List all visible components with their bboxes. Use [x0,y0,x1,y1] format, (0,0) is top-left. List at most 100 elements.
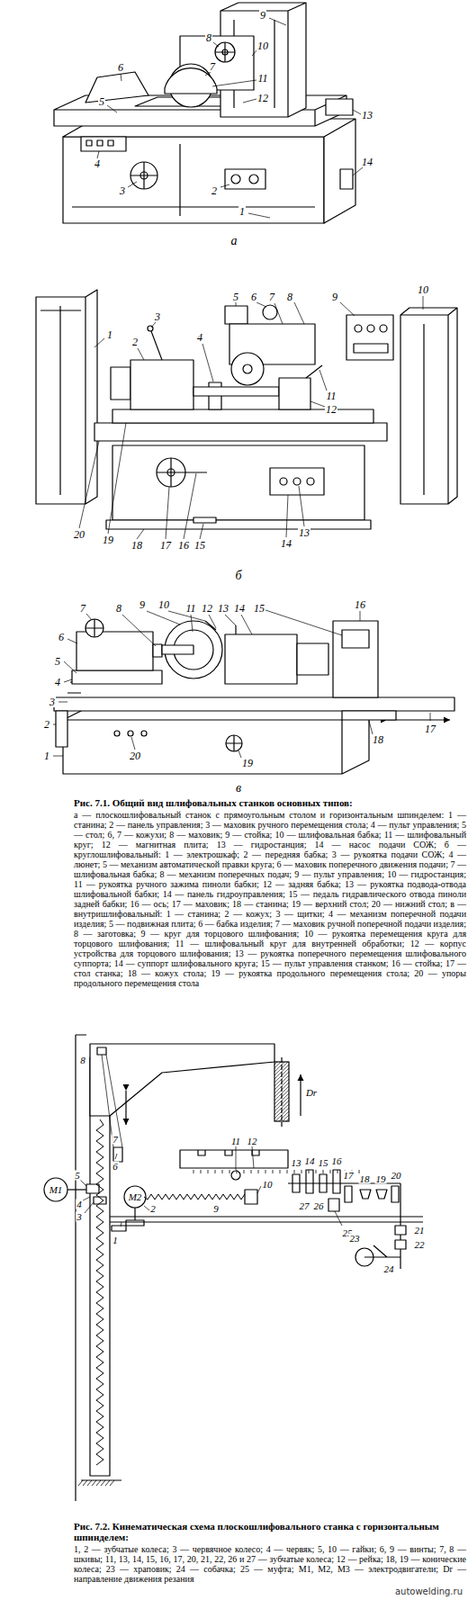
callout-number: 17 [159,540,172,551]
screw-thread [144,1194,245,1200]
callout-number: 7 [268,291,276,303]
callout-number: 22 [414,1240,426,1251]
callout-number: 8 [79,1055,87,1066]
callout-number: 7 [79,603,87,614]
figure-letter: а [229,234,240,248]
caption-body: а — плоскошлифовальный станок с прямоуго… [73,810,467,989]
caption-body: 1, 2 — зубчатые колеса; 3 — червячное ко… [73,1544,467,1584]
callout-number: 1 [111,1235,119,1246]
callout-number: 9 [138,599,146,611]
callout-number: 5 [98,96,106,108]
motor-label: M2 [127,1192,144,1203]
callout-number: 11 [230,1136,242,1147]
callout-number: 3 [75,1212,83,1223]
callout-number: 14 [360,156,374,168]
callout-number: 2 [210,185,218,197]
callout-number: 14 [304,1156,316,1167]
callout-number: 19 [375,1174,387,1185]
callout-number: 9 [212,1204,220,1215]
callout-number: 3 [48,696,56,708]
callout-number: 4 [54,676,62,688]
callout-number: 20 [72,529,86,540]
callout-number: 5 [232,291,240,303]
callout-number: 18 [130,540,144,551]
callout-number: 12 [324,404,338,415]
callout-number: 20 [390,1170,403,1181]
callout-number: 12 [200,603,214,614]
callout-number: 6 [117,62,125,73]
cylindrical-grinder [36,289,458,540]
callout-number: 7 [111,1134,119,1145]
surface-grinder [54,2,363,224]
callout-number: 1 [238,206,246,217]
figure-letter: б [233,569,243,583]
callout-number: 19 [101,534,115,546]
callout-number: 5 [73,1170,81,1181]
callout-number: 6 [250,291,258,303]
caption-title: Рис. 7.2. Кинематическая схема плоскошли… [73,1521,467,1543]
callout-number: 17 [342,1170,355,1181]
callout-number: 2 [131,336,139,348]
callout-number: 12 [256,92,270,104]
rack-teeth [78,1170,360,1486]
callout-number: 7 [208,61,216,72]
callout-number: 9 [259,9,267,21]
callout-number: 6 [57,631,65,643]
callout-number: 9 [331,291,339,303]
callout-number: 18 [359,1174,371,1185]
callout-number: 11 [184,603,197,614]
callout-number: 23 [349,1233,361,1244]
callout-number: 8 [205,32,213,44]
callout-number: 14 [233,603,246,614]
callout-number: 27 [298,1201,311,1212]
callout-number: 19 [241,757,254,769]
callout-number: 10 [261,1179,274,1190]
figure-caption: Рис. 7.2. Кинематическая схема плоскошли… [73,1521,467,1584]
callout-number: 20 [128,750,142,762]
callout-number: 16 [353,599,367,611]
callout-number: 10 [256,40,270,52]
callout-number: 21 [414,1225,426,1236]
callout-number: 18 [371,734,385,746]
callout-number: 11 [324,390,337,402]
internal-grinder [53,610,455,774]
callout-number: 2 [43,719,51,730]
callout-number: 13 [360,109,374,121]
figure-letter: в [234,782,243,795]
callout-number: 10 [416,284,430,296]
callout-number: 12 [246,1136,259,1147]
callout-number: 8 [115,603,123,614]
callout-number: 11 [256,72,269,84]
caption-title: Рис. 7.1. Общий вид шлифовальных станков… [73,797,467,809]
callout-number: 1 [106,329,114,341]
callout-number: 15 [252,603,266,614]
callout-number: 1 [43,750,51,762]
callout-number: 14 [279,538,293,549]
callout-number: 24 [383,1264,396,1275]
callout-number: 5 [54,656,62,667]
callout-number: 16 [331,1156,343,1167]
callout-number: 10 [157,599,171,611]
motor-label: M1 [48,1185,64,1196]
figure-caption: Рис. 7.1. Общий вид шлифовальных станков… [73,797,467,989]
callout-number: 26 [313,1201,325,1212]
callout-number: 4 [75,1199,83,1210]
screw-thread [96,1119,104,1466]
callout-number: 13 [290,1158,303,1169]
callout-number: 4 [196,332,204,343]
direction-label: Dr [305,1088,318,1098]
callout-number: 13 [216,603,230,614]
callout-number: 15 [317,1158,330,1169]
callout-number: 17 [423,723,437,735]
callout-number: 3 [118,185,126,197]
kinematic-scheme [44,1035,423,1502]
watermark: autowelding.ru [395,1587,463,1597]
callout-number: 16 [177,540,190,551]
callout-number: 15 [193,540,207,551]
callout-number: 13 [297,527,311,539]
callout-number: 2 [149,1204,157,1215]
callout-number: 4 [93,158,101,170]
callout-number: 6 [111,1161,119,1172]
callout-number: 3 [153,311,162,323]
